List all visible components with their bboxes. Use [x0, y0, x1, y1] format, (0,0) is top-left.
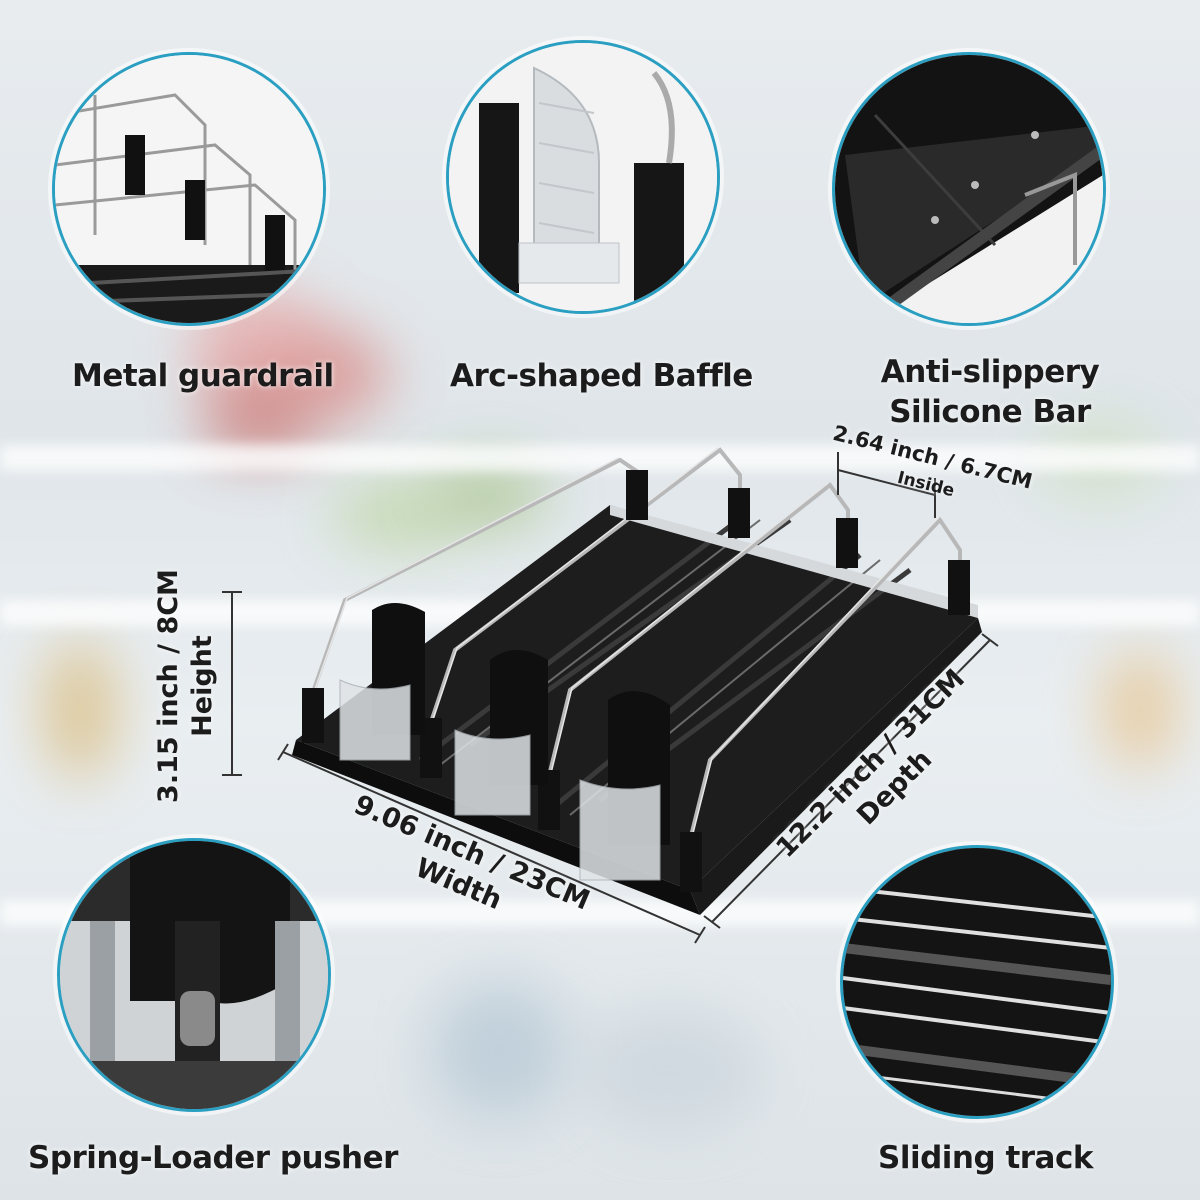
spring-pusher-label: Spring-Loader pusher — [28, 1140, 398, 1176]
height-value: 3.15 inch / 8CM — [153, 569, 184, 803]
silicone-bar-label-line1: Anti-slippery — [880, 354, 1100, 390]
depth-value: 12.2 inch / 31CM — [770, 663, 971, 864]
arc-baffle-label: Arc-shaped Baffle — [450, 358, 753, 394]
metal-guardrail-detail-image — [52, 52, 326, 326]
metal-guardrail-label: Metal guardrail — [72, 358, 334, 394]
sliding-track-detail-image — [840, 845, 1114, 1119]
height-caption: Height — [187, 635, 218, 737]
silicone-bar-detail-image — [832, 52, 1106, 326]
arc-baffle-detail-image — [446, 40, 720, 314]
width-dimension: 9.06 inch / 23CM Width — [318, 781, 612, 957]
sliding-track-label: Sliding track — [878, 1140, 1093, 1176]
silicone-bar-label: Anti-slippery Silicone Bar — [870, 352, 1110, 432]
silicone-bar-label-line2: Silicone Bar — [889, 394, 1091, 430]
spring-pusher-detail-image — [57, 838, 331, 1112]
height-dimension: 3.15 inch / 8CM Height — [152, 566, 220, 806]
